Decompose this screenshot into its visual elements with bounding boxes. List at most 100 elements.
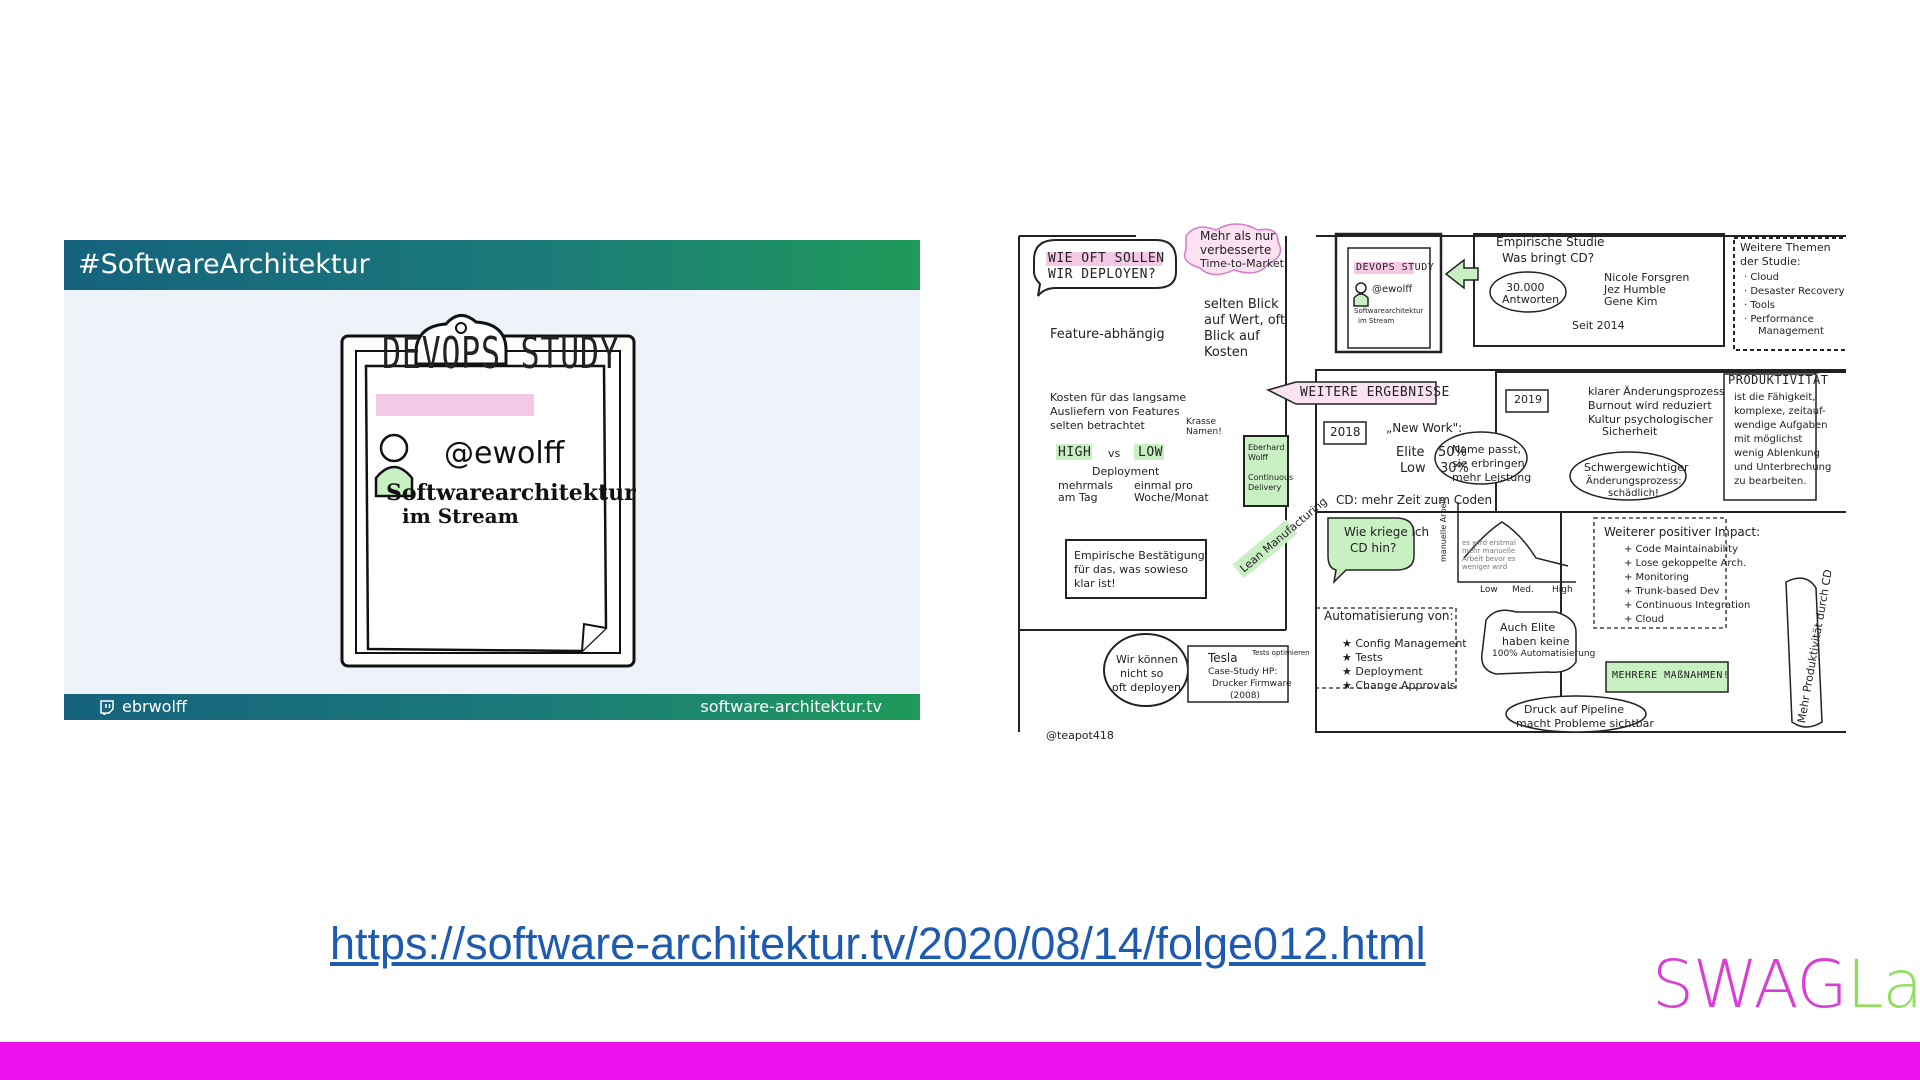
sketch-erg-1: klarer Änderungsprozess (1588, 385, 1725, 398)
sketchnote-image: WIE OFT SOLLEN WIR DEPLOYEN? Mehr als nu… (1016, 222, 1846, 742)
episode-link[interactable]: https://software-architektur.tv/2020/08/… (330, 918, 1426, 969)
thumbnail-handle: @ewolff (444, 436, 565, 471)
sketch-name-passt-2: sie erbringen (1452, 457, 1525, 470)
sketch-wir-3: oft deployen (1112, 681, 1181, 694)
sketch-selten-2: auf Wert, oft (1204, 313, 1286, 328)
sketch-ax-med: Med. (1512, 585, 1534, 595)
sketch-chart-note-1: es wird erstmal (1462, 539, 1516, 547)
sketch-emp-1: Empirische Bestätigung (1074, 549, 1205, 562)
sketch-mini-title: DEVOPS STUDY (1356, 262, 1435, 273)
sketch-ttm-3: Time-to-Market (1200, 257, 1284, 270)
sketch-prod-2: wendige Aufgaben (1734, 420, 1828, 431)
sketch-auch-1: Auch Elite (1500, 621, 1556, 634)
sketch-thema-2: · Tools (1744, 300, 1775, 311)
sketch-mehrmals-1: mehrmals (1058, 479, 1114, 492)
sketch-positiv-3: + Trunk-based Dev (1624, 586, 1720, 597)
sketch-name-passt-1: Name passt, (1452, 443, 1521, 456)
footer-site: software-architektur.tv (700, 697, 882, 716)
sketch-ttm-2: verbesserte (1200, 243, 1272, 257)
sketch-druck-2: macht Probleme sichtbar (1516, 717, 1654, 730)
clipboard-icon (340, 314, 636, 668)
sketch-thema-4: Management (1758, 326, 1824, 337)
sketch-seit: Seit 2014 (1572, 319, 1625, 332)
twitch-icon (100, 699, 114, 715)
sketch-auto-1: ★ Tests (1342, 651, 1383, 664)
sketch-low-pct: 30% (1440, 461, 1469, 476)
sketch-2018: 2018 (1330, 425, 1361, 439)
sketch-wie-2: CD hin? (1350, 541, 1397, 555)
sketch-kosten-1: Kosten für das langsame (1050, 391, 1187, 404)
sketch-names-1: Nicole Forsgren (1604, 271, 1690, 284)
footer-handle: ebrwolff (100, 694, 187, 720)
sketch-prod-0: ist die Fähigkeit, (1734, 392, 1816, 403)
thumbnail-subtitle-1: Softwarearchitektur (386, 480, 636, 506)
sketch-high: HIGH (1058, 445, 1092, 460)
sketch-book-4: Delivery (1248, 483, 1282, 492)
sketch-positiv-1: + Lose gekoppelte Arch. (1624, 558, 1747, 569)
video-thumbnail[interactable]: #SoftwareArchitektur DEVOPS STUDY @ewolf… (64, 240, 920, 720)
sketch-selten-4: Kosten (1204, 345, 1248, 360)
thumbnail-header: #SoftwareArchitektur (64, 240, 920, 290)
sketch-ax-high: High (1552, 585, 1573, 595)
sketch-empirisch-1: Empirische Studie (1496, 235, 1605, 249)
sketch-auto-3: ★ Change Approvals (1342, 679, 1456, 692)
sketch-wir-1: Wir können (1116, 653, 1179, 666)
sketch-ttm-1: Mehr als nur (1200, 229, 1275, 243)
sketch-ax-low: Low (1480, 585, 1498, 595)
sketch-prod-5: und Unterbrechung (1734, 462, 1832, 473)
sketch-wie-1: Wie kriege ich (1344, 525, 1430, 539)
sketch-emp-3: klar ist! (1074, 577, 1116, 590)
bottom-accent-bar (0, 1042, 1920, 1080)
sketch-case-1: Case-Study HP: (1208, 667, 1278, 677)
sketchnote-frames (1018, 223, 1846, 733)
sketch-auto-2: ★ Deployment (1342, 665, 1423, 678)
sketch-chart-note-4: weniger wird (1462, 563, 1508, 571)
sketch-mehrmals-2: am Tag (1058, 491, 1098, 504)
sketch-empirisch-2: Was bringt CD? (1502, 251, 1595, 265)
sketch-q1b: WIR DEPLOYEN? (1048, 267, 1157, 282)
sketch-prod-1: komplexe, zeitauf- (1734, 406, 1826, 417)
sketch-prod-3: mit möglichst (1734, 434, 1803, 445)
url-container: https://software-architektur.tv/2020/08/… (330, 918, 1590, 978)
sketch-krasse-1: Krasse (1186, 417, 1217, 427)
sketch-kosten-2: Ausliefern von Features (1050, 405, 1180, 418)
logo-swag: SWAG (1652, 946, 1848, 1023)
sketch-weitere-ergebnisse: WEITERE ERGEBNISSE (1300, 385, 1450, 400)
sketch-vs: vs (1108, 447, 1121, 460)
sketch-tests-opt: Tests optimieren (1252, 649, 1310, 657)
sketch-tesla: Tesla (1208, 651, 1238, 665)
sketch-auto-0: ★ Config Management (1342, 637, 1467, 650)
logo-lab: Lab (1846, 946, 1920, 1023)
sketch-mini-sub-1: Softwarearchitektur (1354, 307, 1424, 315)
sketch-erg-2: Burnout wird reduziert (1588, 399, 1712, 412)
sketch-positiv-4: + Continuous Integration (1624, 600, 1751, 611)
sketch-chart-note-2: mehr manuelle (1462, 547, 1516, 555)
sketch-krasse-2: Namen! (1186, 427, 1222, 437)
sketch-auch-2: haben keine (1502, 635, 1570, 648)
sketch-thema-1: · Desaster Recovery (1744, 286, 1845, 297)
sketch-einmal-1: einmal pro (1134, 479, 1193, 492)
thumbnail-subtitle-2: im Stream (402, 504, 519, 528)
thumbnail-title: DEVOPS STUDY (382, 328, 620, 379)
footer-handle-text: ebrwolff (122, 697, 187, 716)
sketch-prod-4: wenig Ablenkung (1734, 448, 1820, 459)
sketch-name-passt-3: mehr Leistung (1452, 471, 1532, 484)
sketch-einmal-2: Woche/Monat (1134, 491, 1209, 504)
sketch-2019: 2019 (1514, 393, 1542, 406)
sketch-mini-sub-2: im Stream (1358, 317, 1395, 325)
sketch-case-3: (2008) (1230, 691, 1260, 701)
sketch-schwer-1: Schwergewichtiger (1584, 461, 1689, 474)
thumbnail-footer: ebrwolff software-architektur.tv (64, 694, 920, 720)
sketch-positiv-2: + Monitoring (1624, 572, 1690, 583)
sketch-thema-0: · Cloud (1744, 272, 1779, 283)
sketch-author: @teapot418 (1046, 729, 1114, 742)
sketch-deployment: Deployment (1092, 465, 1160, 478)
sketch-elite: Elite (1396, 445, 1425, 460)
sketch-low: LOW (1138, 445, 1163, 460)
sketch-new-work: „New Work": (1386, 421, 1463, 435)
sketch-schwer-2: Änderungsprozess: (1586, 476, 1682, 487)
sketch-selten-3: Blick auf (1204, 329, 1260, 344)
sketch-auto: Automatisierung von: (1324, 609, 1454, 623)
sketch-names-3: Gene Kim (1604, 295, 1658, 308)
sketch-mehrere: MEHRERE MAßNAHMEN! (1612, 670, 1730, 681)
